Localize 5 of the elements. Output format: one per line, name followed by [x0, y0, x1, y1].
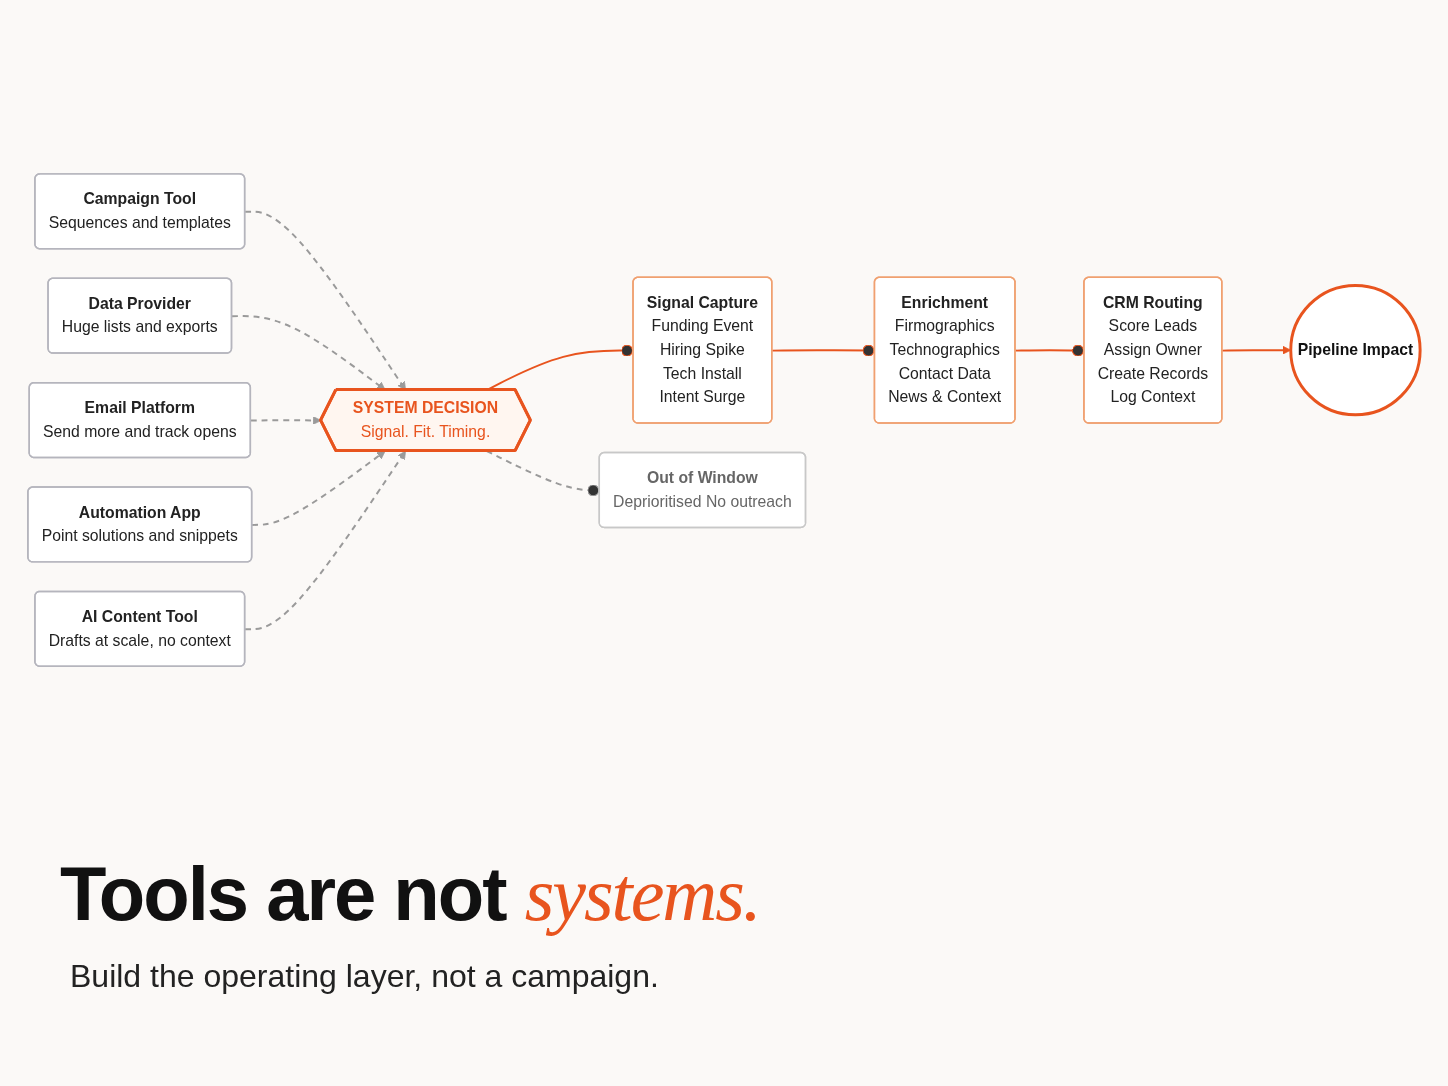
arrow	[251, 450, 386, 526]
node-circle: Pipeline Impact	[1289, 283, 1422, 417]
title: Tools are not systems.	[60, 850, 760, 938]
caption: Build the operating layer, not a campaign.	[70, 958, 659, 995]
arrow	[244, 450, 406, 631]
